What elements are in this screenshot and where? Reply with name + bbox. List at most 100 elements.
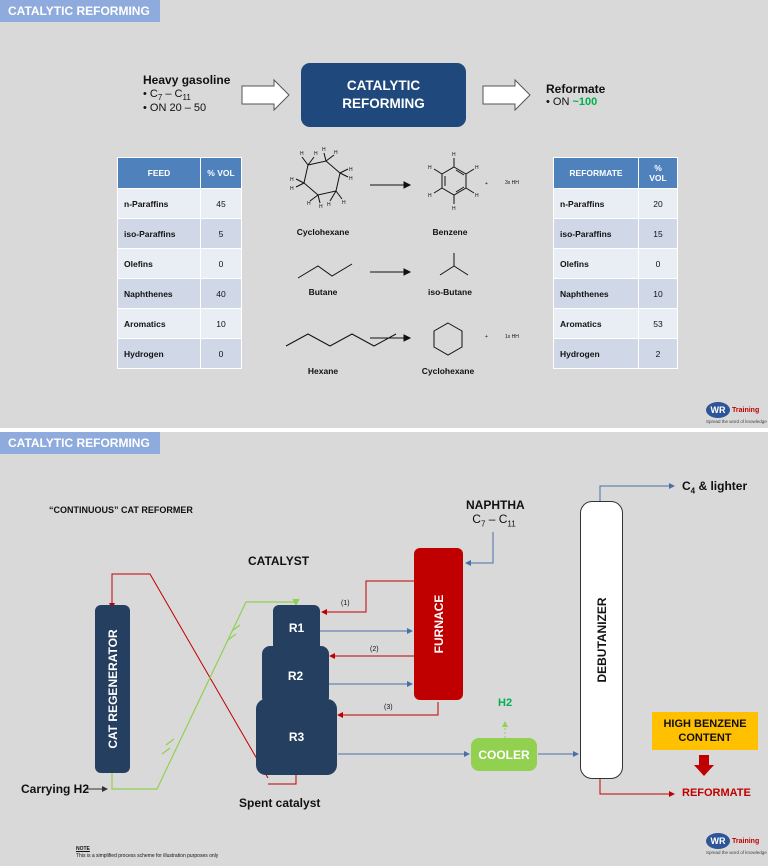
feed-table-header-name: FEED [117, 157, 201, 189]
svg-text:H: H [290, 177, 294, 183]
high-benzene-line1: HIGH BENZENE [663, 718, 747, 730]
section-banner-bottom: CATALYTIC REFORMING [0, 432, 160, 454]
catalyst-label: CATALYST [248, 554, 310, 568]
feed-arrow [241, 78, 290, 112]
feed-title: Heavy gasoline [143, 73, 231, 87]
table-cell: 10 [638, 278, 678, 309]
high-benzene-callout: HIGH BENZENE CONTENT [652, 712, 758, 750]
naphtha-label-text: NAPHTHA [466, 498, 525, 512]
table-cell: Aromatics [117, 308, 201, 339]
reformate-bottom-line [599, 778, 675, 797]
table-cell: 0 [200, 248, 242, 279]
reformate-label: REFORMATE [682, 787, 751, 799]
table-cell: 20 [638, 188, 678, 219]
process-box-line1: CATALYTIC [346, 78, 421, 93]
feed-bullet-octane: • ON 20 – 50 [143, 102, 207, 115]
section-divider [0, 428, 768, 432]
table-cell: 45 [200, 188, 242, 219]
table-cell: iso-Paraffins [117, 218, 201, 249]
table-cell: Naphthenes [117, 278, 201, 309]
furnace-pass3-line [337, 702, 439, 718]
table-cell: Aromatics [553, 308, 639, 339]
high-benzene-arrow [694, 755, 714, 776]
svg-text:H: H [452, 152, 456, 158]
label-isobutane: iso-Butane [428, 287, 472, 297]
section-banner-top: CATALYTIC REFORMING [0, 0, 160, 22]
svg-text:H: H [428, 165, 432, 171]
svg-text:H: H [314, 151, 318, 157]
svg-text:H: H [300, 151, 304, 157]
table-cell: 0 [638, 248, 678, 279]
table-cell: 10 [200, 308, 242, 339]
scheme-title: “CONTINUOUS” CAT REFORMER [49, 505, 193, 515]
process-flow-lines [85, 483, 714, 797]
svg-text:H: H [349, 167, 353, 173]
svg-text:H: H [327, 202, 331, 208]
naphtha-feed-line [465, 532, 494, 566]
logo-tagline: Spread the word of knowledge [706, 419, 767, 424]
product-description: Reformate • ON ~100 [546, 82, 605, 108]
label-cyclohexane-product: Cyclohexane [421, 366, 475, 376]
feed-bullet-range: • C7 – C11 [143, 88, 191, 103]
svg-text:H: H [452, 206, 456, 212]
svg-text:H: H [349, 176, 353, 182]
label-benzene: Benzene [432, 227, 468, 237]
cooler-unit: COOLER [471, 738, 537, 771]
reaction1-hydrogen: 3x HH [505, 180, 519, 186]
logo-word: Training [732, 406, 760, 414]
table-cell: Olefins [553, 248, 639, 279]
svg-text:H: H [475, 165, 479, 171]
reactor-r2: R2 [262, 646, 329, 705]
furnace-pass1-line [321, 580, 414, 615]
product-bullet-prefix: • ON [546, 96, 573, 108]
svg-text:H: H [428, 193, 432, 199]
spent-catalyst-line [268, 774, 297, 785]
feed-description: Heavy gasoline • C7 – C11 • ON 20 – 50 [143, 73, 230, 114]
isobutane-structure [439, 253, 469, 276]
reformate-table-header-vol: % VOL [638, 157, 678, 189]
svg-text:+: + [485, 334, 488, 340]
overview-arrows [241, 78, 531, 112]
reactor-r3-label: R3 [288, 730, 305, 744]
label-hexane: Hexane [307, 366, 339, 376]
table-cell: iso-Paraffins [553, 218, 639, 249]
cat-regenerator-vessel: CAT REGENERATOR [95, 605, 130, 773]
table-cell: 0 [200, 338, 242, 369]
reaction-arrows [370, 181, 412, 342]
table-cell: Hydrogen [553, 338, 639, 369]
note-block: NOTE This is a simplified process scheme… [76, 846, 218, 860]
furnace-label: FURNACE [431, 594, 446, 654]
logo-word: Training [732, 837, 760, 845]
h2-label: H2 [498, 697, 513, 709]
svg-text:H: H [322, 147, 326, 153]
label-cyclohexane: Cyclohexane [296, 227, 350, 237]
note-title: NOTE [76, 846, 90, 852]
reactor-r2-label: R2 [287, 668, 304, 683]
pass-3-label: (3) [384, 704, 393, 711]
feed-table-header-vol: % VOL [200, 157, 242, 189]
debutanizer-column: DEBUTANIZER [580, 501, 623, 779]
reactor-r3: R3 [256, 699, 337, 775]
product-octane-value: ~100 [572, 96, 598, 108]
reaction3-hydrogen: 1x HH [505, 334, 519, 340]
benzene-structure [433, 158, 475, 204]
table-cell: 2 [638, 338, 678, 369]
table-cell: 5 [200, 218, 242, 249]
table-cell: 15 [638, 218, 678, 249]
debutanizer-label: DEBUTANIZER [594, 597, 609, 683]
pass-1-label: (1) [341, 600, 350, 607]
table-cell: 40 [200, 278, 242, 309]
c4-overhead-line [599, 483, 675, 502]
